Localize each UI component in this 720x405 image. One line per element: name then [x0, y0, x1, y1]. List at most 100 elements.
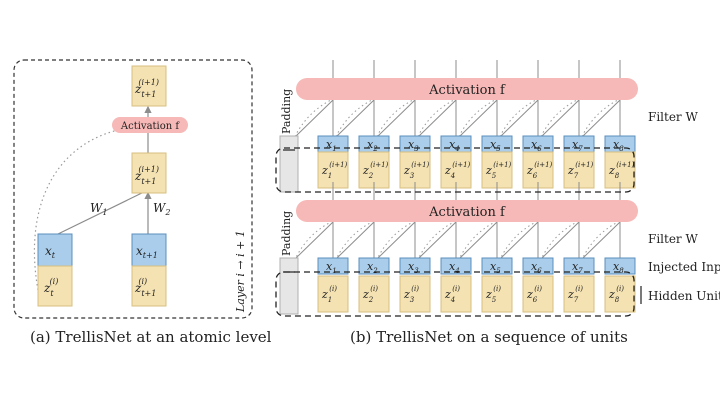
bottom-unit-x-label: x7	[572, 260, 583, 275]
bottom-unit-x-box	[440, 257, 472, 275]
bottom-unit-filter-line	[336, 221, 375, 259]
activation-pill-a	[112, 117, 188, 133]
edge-w1	[57, 189, 149, 235]
w1-label: W1	[90, 201, 107, 217]
bottom-unit-filter-line	[459, 221, 498, 259]
top-unit-filter-line	[377, 99, 416, 137]
bottom-unit-x-label: x8	[613, 260, 624, 275]
layer-label: Layer i → i + 1	[234, 230, 247, 313]
bottom-unit-filter-line	[500, 221, 539, 259]
top-unit-filter-line	[336, 99, 375, 137]
top-unit-z-box	[440, 151, 472, 189]
top-unit-x-label: x8	[613, 138, 624, 153]
top-unit-x-label: x3	[408, 138, 419, 153]
bottom-unit-z-box	[358, 275, 390, 313]
filter-label-bottom: Filter W	[648, 232, 698, 246]
injected-input-label: Injected Input	[648, 260, 720, 274]
top-unit-skip-line	[367, 99, 414, 163]
bottom-unit-skip-line	[285, 221, 332, 287]
top-unit-padding-cell	[279, 135, 299, 193]
top-unit-skip-line	[449, 99, 496, 163]
top-unit-skip-line	[490, 99, 537, 163]
bottom-unit-z-box	[440, 275, 472, 313]
bottom-unit-x-label: x5	[490, 260, 501, 275]
bottom-unit-x-box	[604, 257, 636, 275]
hidden-frame-bottom	[275, 271, 635, 317]
z-top-box	[131, 65, 167, 107]
activation-pill-b-bottom	[296, 200, 638, 222]
bottom-unit-x-box	[522, 257, 554, 275]
top-unit-x-label: x5	[490, 138, 501, 153]
bottom-unit-x-box	[399, 257, 431, 275]
bottom-unit-z-box	[522, 275, 554, 313]
activation-label-b-top: Activation f	[428, 83, 506, 98]
bottom-unit-skip-line	[572, 221, 619, 287]
bottom-unit-z-box	[399, 275, 431, 313]
top-unit-filter-line	[500, 99, 539, 137]
top-unit-filter-line	[582, 99, 621, 137]
x-t-label: xt	[45, 244, 56, 260]
bottom-unit-x-label: x4	[449, 260, 460, 275]
top-unit-x-label: x6	[531, 138, 542, 153]
bottom-unit-skip-line	[490, 221, 537, 287]
activation-label-b-bottom: Activation f	[428, 205, 506, 220]
top-unit-x-label: x2	[367, 138, 378, 153]
bottom-unit-skip-line	[531, 221, 578, 287]
bottom-unit-x-box	[563, 257, 595, 275]
bottom-unit-skip-line	[408, 221, 455, 287]
caption-a: (a) TrellisNet at an atomic level	[30, 328, 272, 346]
bottom-unit-filter-line	[582, 221, 621, 259]
padding-label-top: Padding	[280, 89, 293, 134]
panel-a-frame	[13, 59, 253, 319]
bottom-unit-padding-cell	[279, 257, 299, 315]
bottom-unit-x-label: x3	[408, 260, 419, 275]
bottom-unit-filter-line	[541, 221, 580, 259]
bottom-unit-filter-line	[295, 221, 334, 259]
bottom-unit-x-box	[317, 257, 349, 275]
top-unit-skip-line	[326, 99, 373, 163]
hidden-units-label: Hidden Units	[648, 289, 720, 303]
bottom-unit-z-box	[317, 275, 349, 313]
top-unit-filter-line	[541, 99, 580, 137]
filter-label-top: Filter W	[648, 110, 698, 124]
activation-pill-b-top	[296, 78, 638, 100]
top-unit-x-label: x7	[572, 138, 583, 153]
top-unit-skip-line	[408, 99, 455, 163]
top-unit-skip-line	[572, 99, 619, 163]
bottom-unit-x-box	[358, 257, 390, 275]
panel-b: x1z1(i+1)x2z2(i+1)x3z3(i+1)x4z4(i+1)x5z5…	[275, 60, 720, 346]
top-unit-filter-line	[295, 99, 334, 137]
top-unit-filter-line	[459, 99, 498, 137]
bottom-unit-skip-line	[367, 221, 414, 287]
top-unit-skip-line	[531, 99, 578, 163]
top-unit-skip-line	[285, 99, 332, 163]
bottom-unit-skip-line	[449, 221, 496, 287]
bottom-unit-z-box	[481, 275, 513, 313]
x-t1-box	[131, 233, 167, 267]
panel-a: zt+1(i+1) Activation f zt+1(i+1) W1 W2 x…	[13, 59, 272, 346]
z-mid-box	[131, 152, 167, 194]
top-unit-x-label: x4	[449, 138, 460, 153]
edge-skip-dotted	[33, 122, 148, 291]
z-t-box	[37, 265, 73, 307]
padding-label-bottom: Padding	[280, 211, 293, 256]
top-unit-filter-line	[418, 99, 457, 137]
bottom-unit-skip-line	[326, 221, 373, 287]
activation-label-a: Activation f	[120, 121, 181, 132]
bottom-unit-filter-line	[418, 221, 457, 259]
bottom-unit-x-label: x1	[326, 260, 337, 275]
hidden-frame-top	[275, 147, 635, 193]
bottom-unit-filter-line	[377, 221, 416, 259]
bottom-unit-x-box	[481, 257, 513, 275]
bottom-unit-x-label: x2	[367, 260, 378, 275]
bottom-unit-z-box	[604, 275, 636, 313]
top-unit-x-label: x1	[326, 138, 337, 153]
bottom-unit-x-label: x6	[531, 260, 542, 275]
x-t-box	[37, 233, 73, 267]
caption-b: (b) TrellisNet on a sequence of units	[350, 328, 628, 346]
panel-b-grid: x1z1(i+1)x2z2(i+1)x3z3(i+1)x4z4(i+1)x5z5…	[279, 60, 636, 315]
z-t1-box	[131, 265, 167, 307]
bottom-unit-z-box	[563, 275, 595, 313]
top-unit-z-box	[563, 151, 595, 189]
